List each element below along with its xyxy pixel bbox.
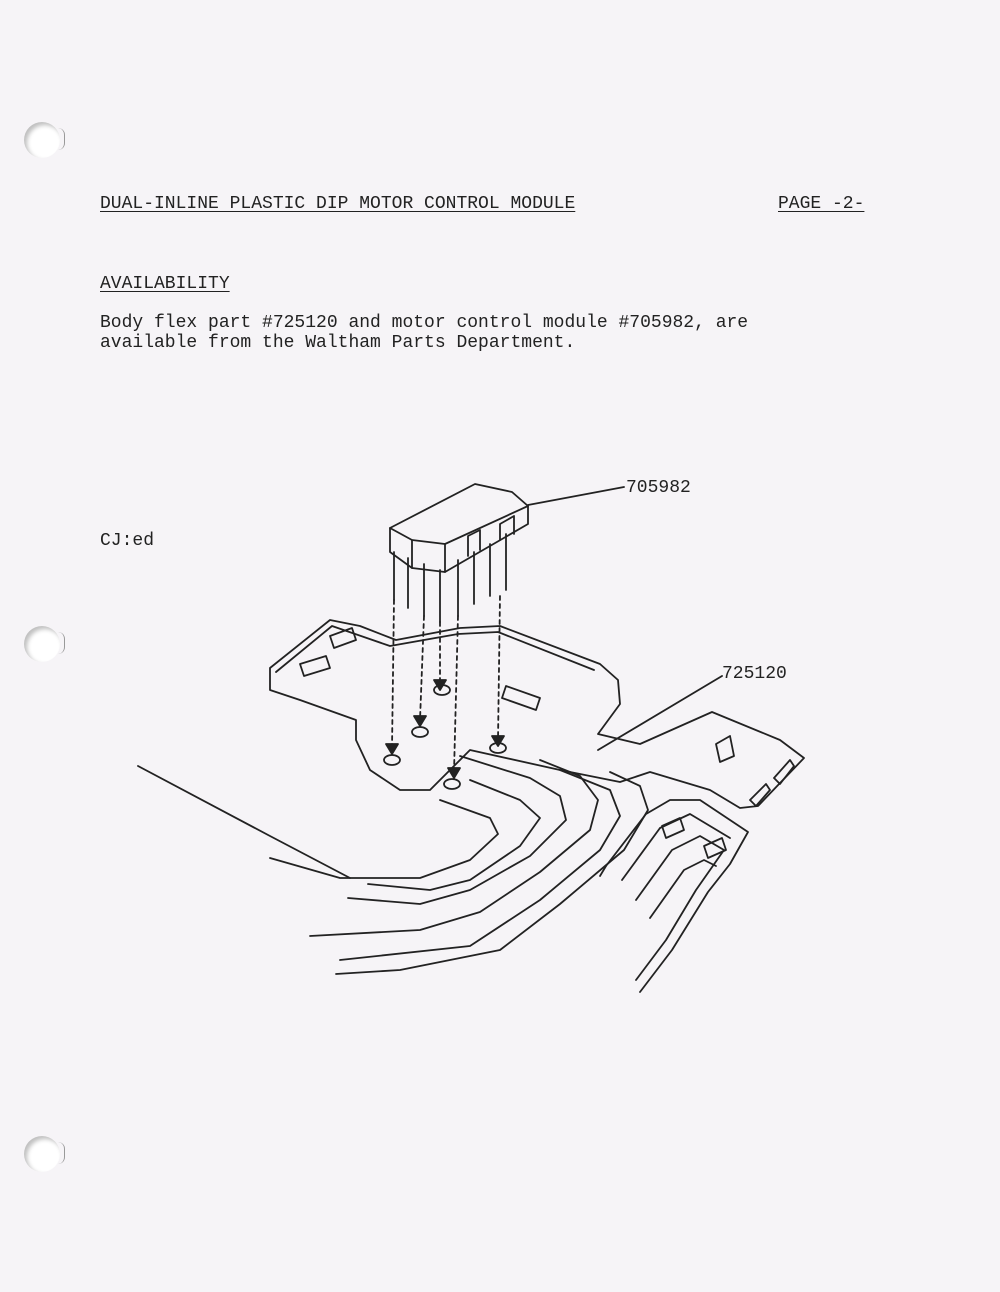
section-heading: AVAILABILITY bbox=[100, 274, 230, 294]
flex-part-label: 725120 bbox=[722, 664, 787, 684]
body-text-line-2: available from the Waltham Parts Departm… bbox=[100, 333, 576, 353]
module-part-label: 705982 bbox=[626, 478, 691, 498]
punch-hole-top bbox=[24, 122, 65, 158]
body-text-line-1: Body flex part #725120 and motor control… bbox=[100, 313, 749, 333]
dip-module-drawing bbox=[389, 483, 529, 623]
punch-hole-middle bbox=[24, 626, 65, 662]
flex-solder-pads bbox=[383, 684, 507, 790]
document-title: DUAL-INLINE PLASTIC DIP MOTOR CONTROL MO… bbox=[100, 194, 576, 214]
typist-initials: CJ:ed bbox=[100, 531, 155, 551]
flex-leader-line bbox=[597, 675, 723, 751]
punch-hole-bottom bbox=[24, 1136, 65, 1172]
module-leader-line bbox=[527, 486, 625, 506]
pin-insertion-lines bbox=[391, 595, 501, 773]
body-flex-drawing bbox=[137, 619, 805, 993]
page-number: PAGE -2- bbox=[778, 194, 865, 214]
